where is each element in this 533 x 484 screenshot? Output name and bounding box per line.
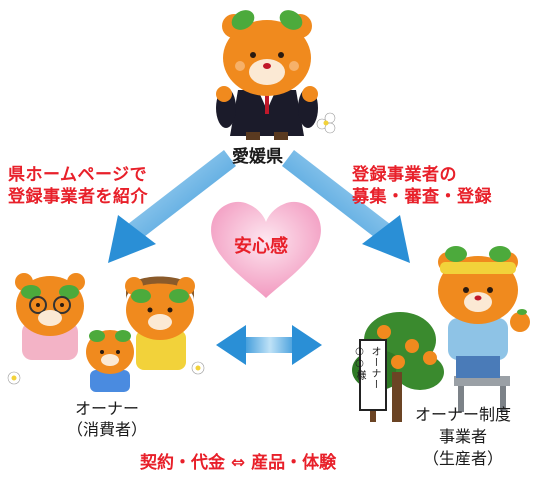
producer-label-line3: （生産者） (422, 449, 503, 468)
left-edge-line1: 県ホームページで (8, 165, 148, 185)
signboard-text: オーナー○○様 (354, 346, 380, 390)
consumer-label: オーナー （消費者） (52, 398, 162, 440)
mascot-producer (352, 246, 530, 422)
producer-label-line2: 事業者 (438, 427, 487, 446)
right-edge-line2: 募集・審査・登録 (352, 187, 492, 207)
arrow-bidirectional (216, 325, 322, 365)
heart-icon (211, 201, 321, 298)
right-edge-text: 登録事業者の 募集・審査・登録 (352, 164, 492, 208)
consumer-label-line2: （消費者） (66, 420, 147, 439)
center-label: 安心感 (234, 236, 288, 257)
producer-label-line1: オーナー制度 (414, 405, 511, 424)
arrow-to-consumer (108, 150, 236, 263)
mascot-family-consumers (7, 273, 205, 392)
producer-label: オーナー制度 事業者 （生産者） (398, 404, 528, 470)
prefecture-label: 愛媛県 (232, 147, 283, 167)
right-edge-line1: 登録事業者の (352, 165, 457, 185)
left-edge-text: 県ホームページで 登録事業者を紹介 (8, 164, 148, 208)
left-edge-line2: 登録事業者を紹介 (8, 187, 148, 207)
owner-signboard (359, 339, 387, 422)
flower-icon (316, 112, 336, 134)
mascot-prefecture (216, 10, 336, 140)
arrow-to-producer (282, 150, 410, 263)
consumer-label-line1: オーナー (74, 399, 139, 418)
bottom-edge-text: 契約・代金 ⇔ 産品・体験 (140, 453, 337, 473)
